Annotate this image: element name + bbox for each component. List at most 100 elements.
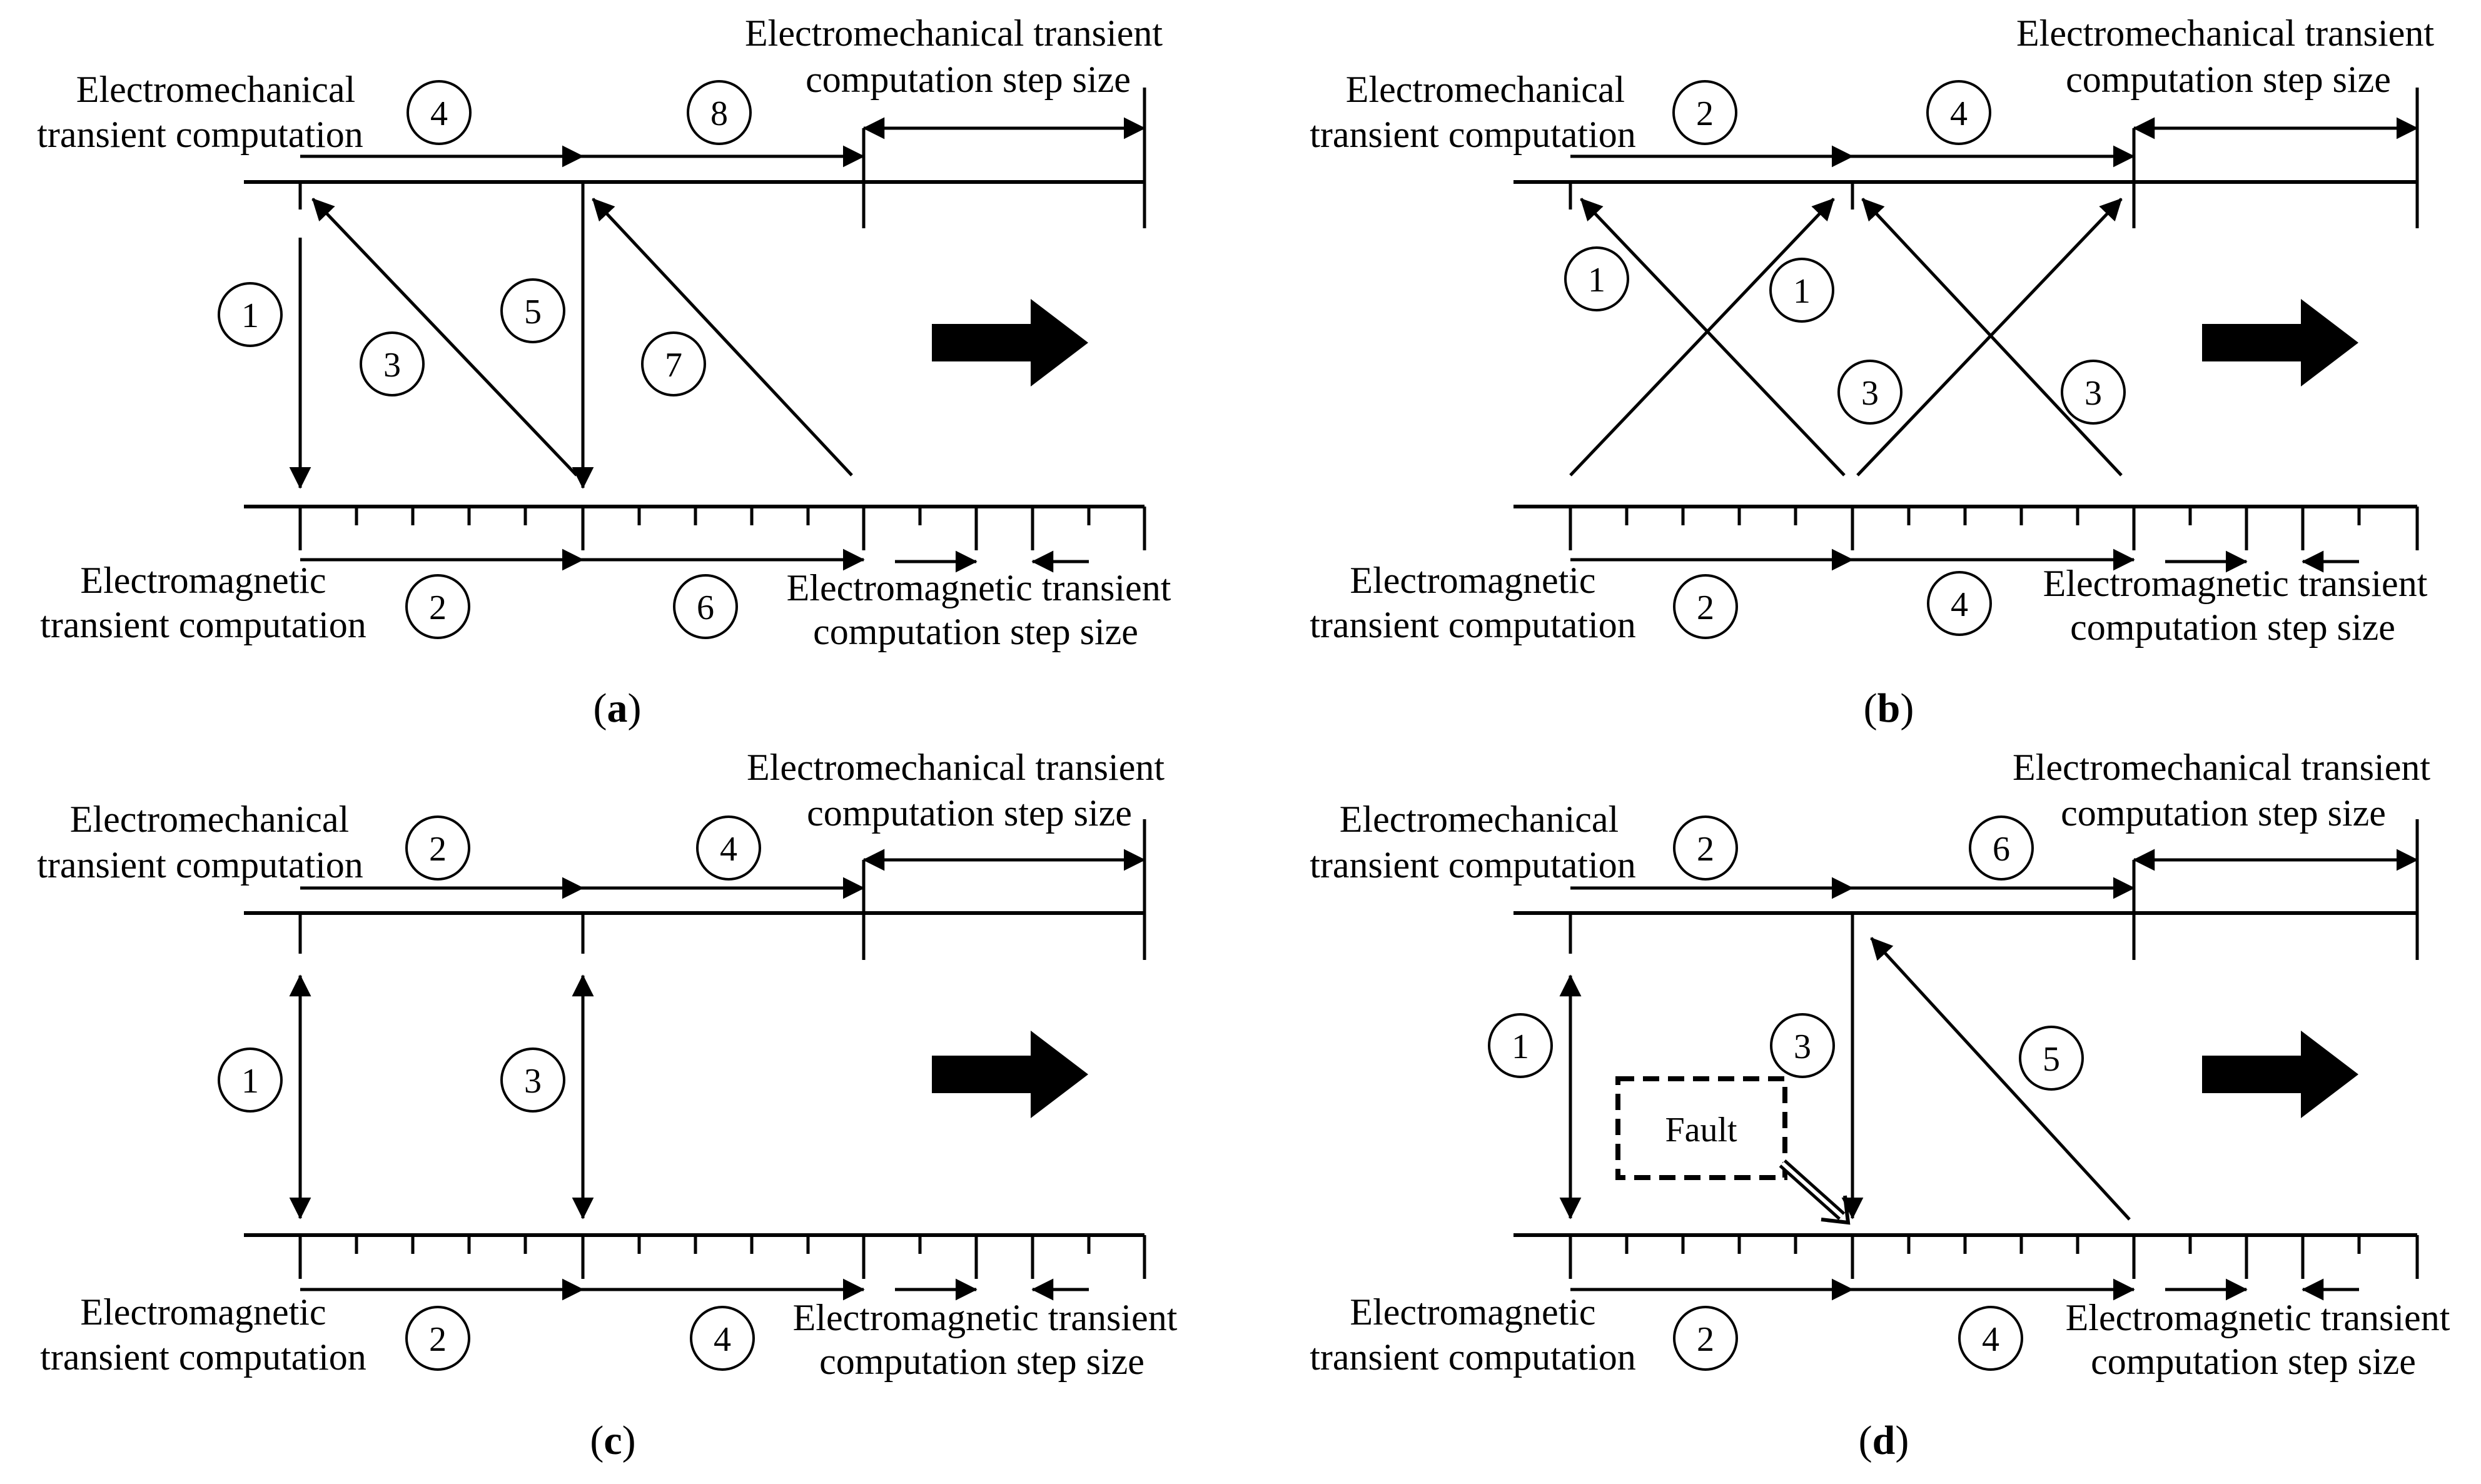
emag-ticks xyxy=(1569,1235,2419,1279)
svg-text:2: 2 xyxy=(1697,830,1714,869)
emag-step-size-label-line2: computation step size xyxy=(819,1341,1144,1382)
step-circle: 2 xyxy=(405,574,470,639)
svg-text:2: 2 xyxy=(429,588,447,627)
panel-d: Fault Electromechanical transient comput… xyxy=(1310,747,2450,1463)
step-circle: 1 xyxy=(1769,258,1834,323)
emag-ticks xyxy=(298,507,1146,550)
em-computation-label-line2: transient computation xyxy=(1310,844,1636,886)
step-circle: 2 xyxy=(1672,80,1737,145)
step-circle: 1 xyxy=(1488,1013,1553,1078)
step-circle: 7 xyxy=(641,331,706,396)
panel-caption: (a) xyxy=(594,685,642,731)
em-step-size-label-line2: computation step size xyxy=(807,792,1132,834)
em-step-size-label-line1: Electromechanical transient xyxy=(2016,13,2434,54)
right-block-arrow-icon xyxy=(932,1031,1088,1118)
svg-text:5: 5 xyxy=(2043,1040,2060,1079)
emag-step-size-label-line1: Electromagnetic transient xyxy=(2043,563,2428,604)
step-arrow-3 xyxy=(311,198,578,477)
svg-text:4: 4 xyxy=(1951,585,1968,624)
step-arrow-7 xyxy=(592,198,853,477)
em-step-size-label-line2: computation step size xyxy=(806,59,1131,100)
panel-caption: (d) xyxy=(1859,1418,1909,1463)
step-circle: 1 xyxy=(1564,246,1629,311)
svg-text:6: 6 xyxy=(1993,830,2010,869)
cross-arrow xyxy=(1861,198,2123,477)
fault-box xyxy=(1615,1076,1787,1180)
step-circle: 3 xyxy=(1770,1013,1835,1078)
em-step-size-label-line2: computation step size xyxy=(2066,59,2391,100)
svg-text:3: 3 xyxy=(2084,374,2102,413)
emag-computation-label-line1: Electromagnetic xyxy=(1350,1291,1595,1333)
emag-computation-label-line2: transient computation xyxy=(1310,1336,1636,1378)
svg-text:2: 2 xyxy=(1696,94,1714,133)
em-computation-label-line2: transient computation xyxy=(37,114,363,155)
emag-step-size-label-line2: computation step size xyxy=(813,611,1138,652)
right-block-arrow-icon xyxy=(2202,1031,2358,1118)
emag-step-size-label-line2: computation step size xyxy=(2070,607,2395,648)
emag-ticks xyxy=(298,1235,1146,1279)
cross-arrow xyxy=(1569,198,1835,477)
panel-caption: (b) xyxy=(1864,685,1914,731)
step-circle: 4 xyxy=(407,80,472,145)
step-circle: 4 xyxy=(1927,571,1992,636)
emag-computation-label-line1: Electromagnetic xyxy=(80,560,326,601)
svg-text:3: 3 xyxy=(1861,374,1879,413)
panel-caption: (c) xyxy=(590,1418,635,1463)
emag-step-size-label-line1: Electromagnetic transient xyxy=(793,1297,1178,1338)
emag-step-size-label-line2: computation step size xyxy=(2091,1341,2416,1382)
em-computation-label-line1: Electromechanical xyxy=(1340,799,1619,840)
step-circle: 3 xyxy=(2061,360,2126,425)
step-circle: 4 xyxy=(690,1306,755,1371)
step-circle: 3 xyxy=(1837,360,1902,425)
emag-computation-label-line2: transient computation xyxy=(40,604,366,645)
em-computation-label-line2: transient computation xyxy=(1310,114,1636,155)
svg-text:1: 1 xyxy=(241,1062,259,1101)
step-circle: 4 xyxy=(1958,1306,2023,1371)
em-computation-label-line2: transient computation xyxy=(37,844,363,886)
svg-text:3: 3 xyxy=(1794,1027,1811,1066)
cross-arrow xyxy=(1856,198,2123,477)
step-circle: 3 xyxy=(360,331,425,396)
svg-text:2: 2 xyxy=(429,830,447,869)
cross-arrow xyxy=(1580,198,1846,477)
svg-text:4: 4 xyxy=(430,94,448,133)
svg-text:1: 1 xyxy=(1512,1027,1529,1066)
em-step-size-label-line1: Electromechanical transient xyxy=(2013,747,2430,788)
emag-computation-label-line2: transient computation xyxy=(40,1336,366,1378)
emag-computation-label-line1: Electromagnetic xyxy=(80,1291,326,1333)
em-step-size-label-line2: computation step size xyxy=(2061,792,2386,834)
svg-text:4: 4 xyxy=(1950,94,1968,133)
svg-text:4: 4 xyxy=(1982,1320,1999,1359)
svg-text:3: 3 xyxy=(383,346,401,385)
em-step-size-label-line1: Electromechanical transient xyxy=(745,13,1163,54)
svg-text:1: 1 xyxy=(1793,272,1811,311)
svg-text:1: 1 xyxy=(241,296,259,335)
panel-c: Electromechanical transient computation … xyxy=(37,747,1177,1463)
emag-ticks xyxy=(1569,507,2419,550)
svg-text:4: 4 xyxy=(720,830,737,869)
svg-text:6: 6 xyxy=(697,588,714,627)
right-block-arrow-icon xyxy=(932,299,1088,386)
step-circle: 2 xyxy=(1673,815,1738,881)
svg-text:5: 5 xyxy=(524,293,542,331)
step-circle: 6 xyxy=(1969,815,2034,881)
step-circle: 2 xyxy=(405,815,470,881)
panel-a: Electromechanical transient computation … xyxy=(37,13,1171,731)
step-circle: 1 xyxy=(218,282,283,347)
right-block-arrow-icon xyxy=(2202,299,2358,386)
panel-b: Electromechanical transient computation … xyxy=(1310,13,2434,731)
svg-text:1: 1 xyxy=(1588,261,1605,300)
step-circle: 2 xyxy=(1673,574,1738,639)
emag-computation-label-line1: Electromagnetic xyxy=(1350,560,1595,601)
step-circle: 2 xyxy=(1673,1306,1738,1371)
step-circle: 4 xyxy=(1926,80,1991,145)
step-circle: 1 xyxy=(218,1047,283,1113)
step-circle: 6 xyxy=(673,574,738,639)
step-circle: 5 xyxy=(500,278,565,343)
fault-label: Fault xyxy=(1665,1111,1737,1149)
step-circle: 3 xyxy=(500,1047,565,1113)
emag-step-size-label-line1: Electromagnetic transient xyxy=(2066,1297,2450,1338)
step-circle: 4 xyxy=(696,815,761,881)
svg-text:2: 2 xyxy=(1697,588,1714,627)
